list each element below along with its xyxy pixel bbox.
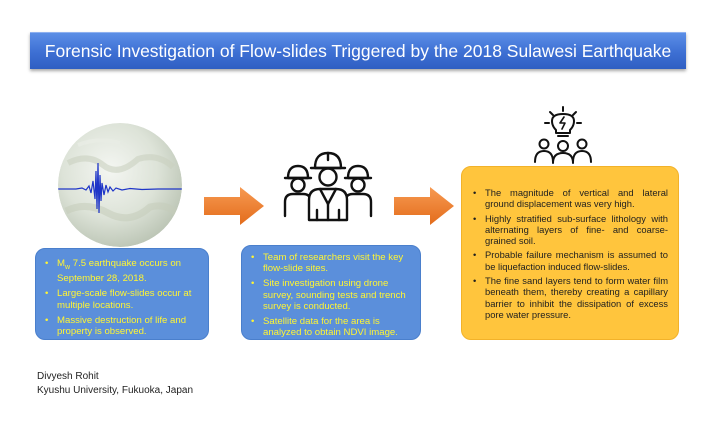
magnitude-subscript: w xyxy=(65,263,71,271)
list-item: Probable failure mechanism is assumed to… xyxy=(470,249,668,272)
list-item: Large-scale flow-slides occur at multipl… xyxy=(42,288,200,311)
step-1-box: Mw 7.5 earthquake occurs on September 28… xyxy=(35,248,209,340)
list-item-text: Site investigation using drone survey, s… xyxy=(263,278,406,313)
author-name: Divyesh Rohit xyxy=(37,371,99,382)
list-item-text: Probable failure mechanism is assumed to… xyxy=(485,249,668,272)
list-item-text: Highly stratified sub-surface lithology … xyxy=(485,212,668,247)
list-item: Highly stratified sub-surface lithology … xyxy=(470,213,668,247)
list-item: Satellite data for the area is analyzed … xyxy=(248,316,412,339)
step-2-box: Team of researchers visit the key flow-s… xyxy=(241,245,421,340)
step-3-box: The magnitude of vertical and lateral gr… xyxy=(461,166,679,340)
list-item-text: 7.5 earthquake occurs on September 28, 2… xyxy=(57,258,181,285)
list-item-text: Massive destruction of life and property… xyxy=(57,314,187,337)
list-item: The fine sand layers tend to form water … xyxy=(470,275,668,320)
author-block: Divyesh Rohit Kyushu University, Fukuoka… xyxy=(37,370,193,397)
list-item: The magnitude of vertical and lateral gr… xyxy=(470,187,668,210)
construction-workers-icon xyxy=(283,151,373,222)
list-item-text: Satellite data for the area is analyzed … xyxy=(263,316,398,339)
idea-team-icon xyxy=(534,106,592,164)
seismic-globe-icon xyxy=(58,123,182,247)
list-item: Massive destruction of life and property… xyxy=(42,315,200,338)
title-banner: Forensic Investigation of Flow-slides Tr… xyxy=(30,32,686,69)
page-title: Forensic Investigation of Flow-slides Tr… xyxy=(44,41,672,61)
list-item: Site investigation using drone survey, s… xyxy=(248,278,412,312)
list-item: Mw 7.5 earthquake occurs on September 28… xyxy=(42,258,200,285)
arrow-right-icon xyxy=(204,187,264,225)
list-item-text: The magnitude of vertical and lateral gr… xyxy=(485,187,668,210)
list-item-text: The fine sand layers tend to form water … xyxy=(485,275,668,320)
arrow-right-icon xyxy=(394,187,454,225)
list-item-text: Large-scale flow-slides occur at multipl… xyxy=(57,288,192,311)
author-affiliation: Kyushu University, Fukuoka, Japan xyxy=(37,384,194,396)
list-item: Team of researchers visit the key flow-s… xyxy=(248,252,412,275)
list-item-text: Team of researchers visit the key flow-s… xyxy=(263,252,404,275)
magnitude-symbol: M xyxy=(57,258,65,269)
